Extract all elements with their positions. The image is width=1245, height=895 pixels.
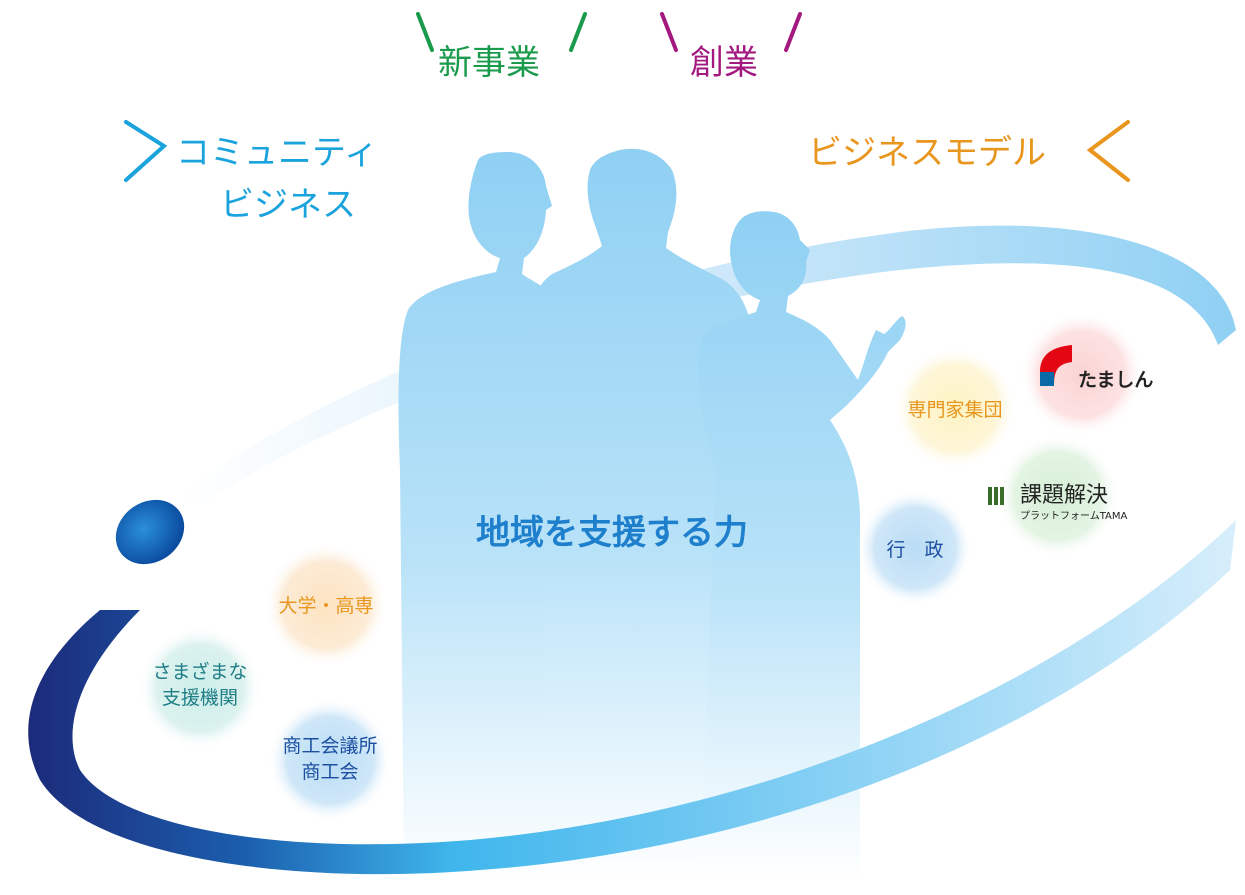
government-bubble: [857, 490, 973, 606]
people-silhouette: [398, 148, 906, 881]
kadai-logo-subtitle: プラットフォームTAMA: [1020, 511, 1128, 522]
node-chamber-line2: 商工会: [301, 760, 359, 783]
node-support: さまざまな 支援機関: [140, 660, 260, 711]
tamashin-logo-icon: [1040, 345, 1072, 386]
label-sogyo: 創業: [690, 43, 758, 83]
label-business-model: ビジネスモデル: [808, 133, 1046, 173]
shinjigyo-tick-right: [569, 12, 587, 52]
node-chamber: 商工会議所 商工会: [270, 734, 390, 785]
node-support-line1: さまざまな: [152, 661, 248, 683]
tamashin-bubble: [1020, 312, 1144, 436]
label-shinjigyo: 新事業: [438, 43, 540, 83]
shinjigyo-tick-left: [416, 12, 434, 52]
node-support-line2: 支援機関: [161, 686, 238, 709]
support-bubble: [138, 626, 262, 750]
node-experts: 専門家集団: [907, 399, 1003, 421]
community-chevron: [124, 120, 168, 182]
tamashin-logo-text: たましん: [1078, 369, 1154, 391]
center-title: 地域を支援する力: [476, 513, 748, 553]
business-model-chevron: [1086, 120, 1130, 182]
node-chamber-line1: 商工会議所: [282, 735, 378, 757]
label-community-line1: コミュニティ: [176, 133, 378, 173]
chamber-bubble: [268, 698, 392, 822]
kadai-logo-title: 課題解決: [1020, 483, 1109, 508]
ring-front-arc: [28, 520, 1237, 875]
node-government: 行 政: [886, 539, 944, 561]
ring-knob: [115, 499, 185, 565]
node-university: 大学・高専: [278, 595, 374, 617]
university-bubble: [264, 543, 388, 667]
sogyo-tick-right: [784, 12, 802, 52]
experts-bubble: [893, 346, 1017, 470]
kadai-logo-icon: [988, 487, 1004, 505]
sogyo-tick-left: [660, 12, 678, 52]
kadai-bubble: [996, 434, 1120, 558]
label-community-line2: ビジネス: [220, 185, 356, 225]
